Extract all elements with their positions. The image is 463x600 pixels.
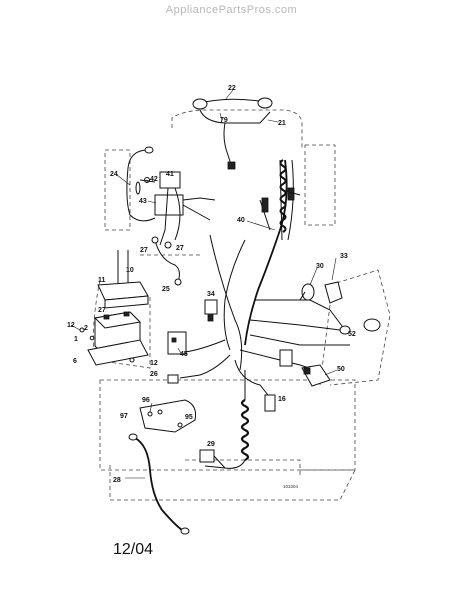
watermark: AppliancePartsPros.com — [165, 4, 298, 16]
ground-cable — [151, 236, 182, 286]
callout-21: 21 — [278, 120, 286, 127]
relay-34 — [204, 299, 218, 322]
callout-10: 10 — [126, 267, 134, 274]
callout-43: 43 — [139, 198, 147, 205]
callout-27c: 27 — [98, 307, 106, 314]
date-label: 12/04 — [113, 541, 154, 558]
callout-22: 22 — [228, 85, 236, 92]
callout-27a: 27 — [140, 247, 148, 254]
callout-45: 45 — [180, 351, 188, 358]
callout-1: 1 — [74, 336, 78, 343]
callout-52: 52 — [348, 331, 356, 338]
cable-24 — [126, 146, 156, 222]
callout-27b: 27 — [176, 245, 184, 252]
callout-6: 6 — [73, 358, 77, 365]
leader-lines — [70, 89, 338, 479]
callout-16: 16 — [278, 396, 286, 403]
ignition-switch — [139, 171, 216, 246]
callout-29: 29 — [207, 441, 215, 448]
callout-42: 42 — [150, 176, 158, 183]
callout-96: 96 — [142, 397, 150, 404]
callout-50: 50 — [337, 366, 345, 373]
callout-24: 24 — [110, 171, 118, 178]
callout-11: 11 — [98, 277, 106, 284]
callout-labels: 22 79 21 24 42 41 43 40 27 27 33 30 10 1… — [67, 85, 356, 489]
callout-2: 2 — [84, 325, 88, 332]
callout-33: 33 — [340, 253, 348, 260]
callout-95: 95 — [185, 414, 193, 421]
callout-34: 34 — [207, 291, 215, 298]
callout-79: 79 — [220, 117, 228, 124]
callout-30: 30 — [316, 263, 324, 270]
callout-25: 25 — [162, 286, 170, 293]
switch-30 — [299, 281, 343, 304]
connector-16 — [264, 349, 293, 412]
bracket-95 — [139, 399, 196, 433]
connector-26 — [167, 374, 179, 384]
battery-assembly — [87, 250, 149, 366]
headlight-harness — [192, 97, 273, 170]
callout-40: 40 — [237, 217, 245, 224]
callout-12b: 12 — [150, 360, 158, 367]
callout-26: 26 — [150, 371, 158, 378]
callout-41: 41 — [166, 171, 174, 178]
switch-50 — [301, 364, 331, 387]
callout-97: 97 — [120, 413, 128, 420]
connector-29 — [199, 449, 226, 469]
callout-12a: 12 — [67, 322, 75, 329]
drawing-number: 103304 — [283, 484, 299, 489]
hardware-12 — [79, 327, 135, 363]
connector-52 — [339, 318, 381, 335]
main-harness — [179, 159, 350, 396]
lower-coil — [204, 370, 250, 469]
cable-28 — [128, 433, 190, 535]
connector-45 — [167, 331, 187, 355]
callout-28: 28 — [113, 477, 121, 484]
